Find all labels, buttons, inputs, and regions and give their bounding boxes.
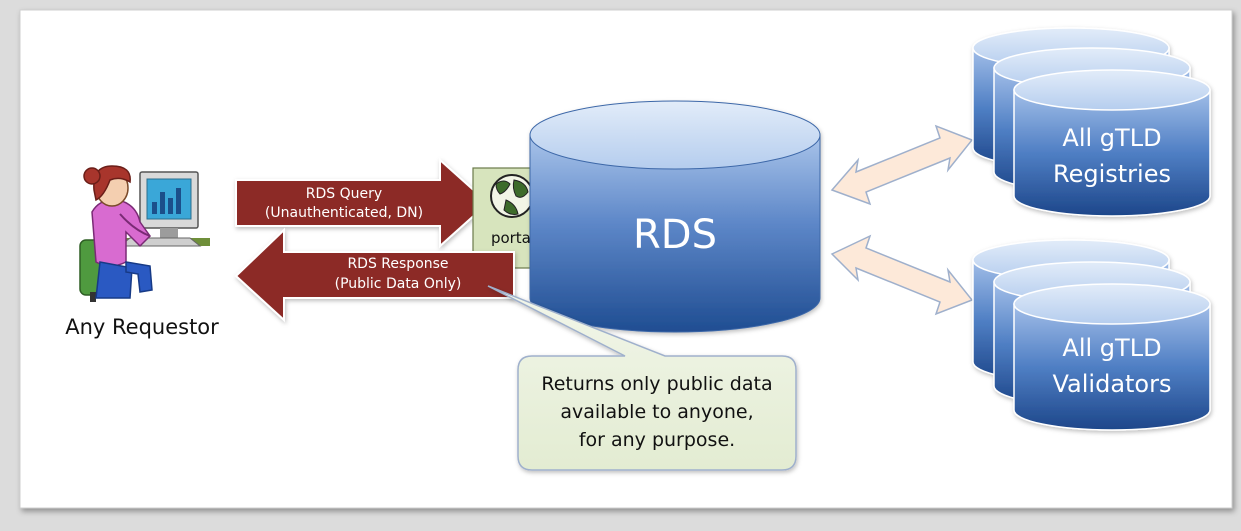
rds-database-cylinder: [529, 100, 821, 333]
callout-bubble: [487, 285, 797, 471]
validators-label-line2: Validators: [1052, 370, 1171, 398]
registries-database-stack: [972, 27, 1211, 217]
callout-line1: Returns only public data: [541, 373, 772, 395]
globe-icon: [490, 174, 534, 218]
requestor-label: Any Requestor: [65, 315, 219, 339]
validators-label-line1: All gTLD: [1062, 334, 1161, 362]
registries-double-arrow: [830, 124, 974, 206]
requestor-person-icon: [79, 165, 210, 302]
registries-label-line1: All gTLD: [1062, 124, 1161, 152]
portal-label: portal: [491, 229, 535, 247]
registries-label-line2: Registries: [1053, 160, 1171, 188]
query-arrow-line1: RDS Query: [306, 186, 382, 202]
query-arrow-line2: (Unauthenticated, DN): [265, 205, 423, 221]
rds-label: RDS: [633, 212, 717, 258]
response-arrow: RDS Response (Public Data Only): [234, 227, 515, 323]
callout-line2: available to anyone,: [560, 401, 753, 423]
callout-line3: for any purpose.: [579, 429, 735, 451]
validators-double-arrow: [830, 234, 974, 316]
response-arrow-line1: RDS Response: [347, 256, 448, 272]
validators-database-stack: [972, 239, 1211, 431]
response-arrow-line2: (Public Data Only): [335, 276, 462, 292]
query-arrow: RDS Query (Unauthenticated, DN): [235, 157, 490, 249]
